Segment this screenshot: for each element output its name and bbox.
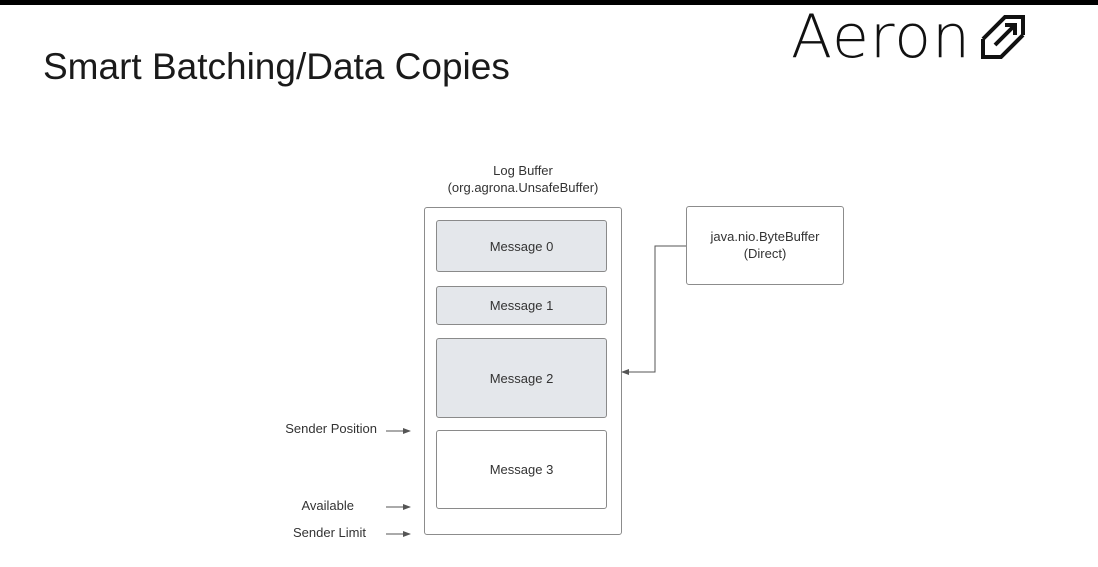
bytebuffer-to-message2-connector [621, 245, 686, 375]
message-0: Message 0 [436, 220, 607, 272]
message-2: Message 2 [436, 338, 607, 418]
message-1: Message 1 [436, 286, 607, 325]
slide-title: Smart Batching/Data Copies [43, 46, 510, 87]
message-3: Message 3 [436, 430, 607, 509]
aeron-logo: Aeron [791, 2, 1031, 72]
direct-byte-buffer-box: java.nio.ByteBuffer (Direct) [686, 206, 844, 285]
logo-text: Aeron [791, 2, 971, 72]
direct-buffer-line1: java.nio.ByteBuffer [710, 229, 820, 244]
available-label: Available [301, 498, 354, 513]
sender-limit-label: Sender Limit [293, 525, 366, 540]
sender-position-label: Sender Position [285, 421, 377, 436]
log-buffer-title: Log Buffer (org.agrona.UnsafeBuffer) [424, 162, 622, 196]
log-buffer-title-line1: Log Buffer [493, 163, 553, 178]
top-border-bar [0, 0, 1098, 5]
aeron-logo-icon [981, 15, 1025, 59]
log-buffer-title-line2: (org.agrona.UnsafeBuffer) [447, 180, 599, 195]
direct-buffer-line2: (Direct) [743, 246, 787, 261]
